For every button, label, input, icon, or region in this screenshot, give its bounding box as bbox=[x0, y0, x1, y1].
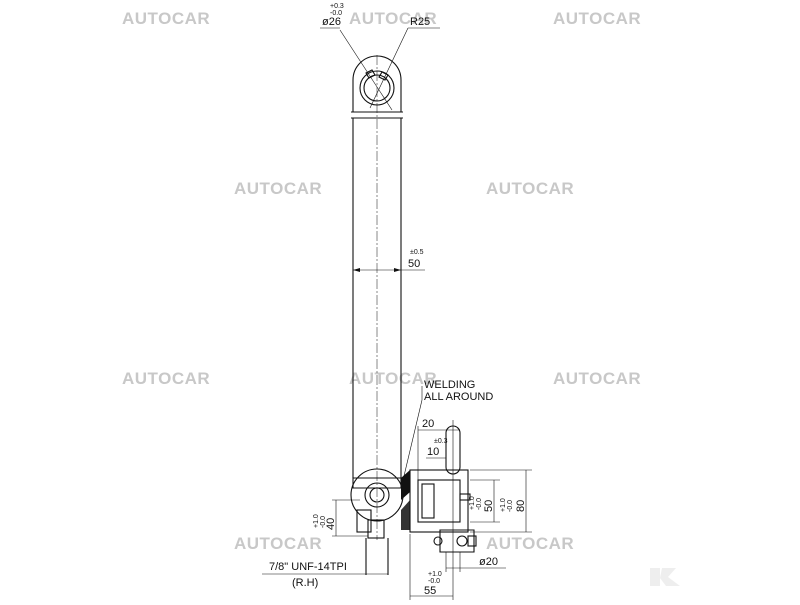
left-40-dimension: 40 +1.0 -0.0 bbox=[313, 499, 368, 537]
watermark: AUTOCAR bbox=[122, 369, 210, 388]
thread-note: 7/8" UNF-14TPI (R.H) bbox=[262, 561, 388, 589]
cylinder-tube bbox=[352, 55, 402, 540]
left-40-label: 40 bbox=[325, 518, 337, 530]
pin-diameter-dimension: ø20 bbox=[445, 552, 506, 572]
eye-diameter-tol-plus: +0.3 bbox=[330, 3, 344, 10]
bottom-55-tol-minus: -0.0 bbox=[428, 578, 440, 585]
eye-diameter-tol-minus: -0.0 bbox=[330, 10, 342, 17]
slot-dimension: 10 ±0.3 bbox=[426, 438, 448, 459]
clevis-width-dimension: 20 bbox=[417, 418, 460, 480]
clevis-80-label: 80 bbox=[515, 500, 527, 512]
clevis-50-label: 50 bbox=[483, 500, 495, 512]
bottom-55-dimension: 55 +1.0 -0.0 bbox=[409, 534, 454, 600]
watermark: AUTOCAR bbox=[553, 369, 641, 388]
clevis-height-80-dimension: 80 +1.0 -0.0 bbox=[470, 469, 532, 533]
clevis bbox=[409, 420, 477, 560]
welding-note-line2: ALL AROUND bbox=[424, 391, 493, 403]
tube-diameter-label: 50 bbox=[408, 258, 420, 270]
thread-note-line2: (R.H) bbox=[292, 577, 318, 589]
tube-diameter-dimension: 50 ±0.5 bbox=[353, 249, 425, 272]
clevis-80-tol-plus: +1.0 bbox=[500, 498, 507, 512]
watermark: AUTOCAR bbox=[349, 9, 437, 28]
watermark: AUTOCAR bbox=[486, 179, 574, 198]
brand-logo-icon bbox=[650, 568, 680, 586]
welding-note: WELDING ALL AROUND bbox=[403, 379, 493, 477]
watermark: AUTOCAR bbox=[234, 179, 322, 198]
thread-note-line1: 7/8" UNF-14TPI bbox=[269, 561, 347, 573]
bottom-55-label: 55 bbox=[424, 585, 436, 597]
bottom-55-tol-plus: +1.0 bbox=[428, 571, 442, 578]
clevis-80-tol-minus: -0.0 bbox=[507, 500, 514, 512]
tube-diameter-tol: ±0.5 bbox=[410, 249, 424, 256]
watermark: AUTOCAR bbox=[122, 9, 210, 28]
watermarks: AUTOCAR AUTOCAR AUTOCAR AUTOCAR AUTOCAR … bbox=[122, 9, 641, 553]
clevis-width-label: 20 bbox=[422, 418, 434, 430]
slot-label: 10 bbox=[427, 446, 439, 458]
watermark: AUTOCAR bbox=[234, 534, 322, 553]
watermark: AUTOCAR bbox=[553, 9, 641, 28]
bottom-assembly bbox=[350, 468, 410, 575]
eye-diameter-label: ø26 bbox=[322, 16, 341, 28]
eye-dimensions: ø26 +0.3 -0.0 R25 bbox=[320, 3, 440, 111]
slot-tol: ±0.3 bbox=[434, 438, 448, 445]
left-40-tol-plus: +1.0 bbox=[313, 514, 320, 528]
watermark: AUTOCAR bbox=[349, 369, 437, 388]
welding-note-line1: WELDING bbox=[424, 379, 475, 391]
eye-radius-label: R25 bbox=[410, 16, 430, 28]
watermark: AUTOCAR bbox=[486, 534, 574, 553]
left-40-tol-minus: -0.0 bbox=[320, 516, 327, 528]
clevis-height-50-dimension: 50 +1.0 -0.0 bbox=[469, 479, 500, 523]
clevis-50-tol-plus: +1.0 bbox=[469, 496, 476, 510]
pin-diameter-label: ø20 bbox=[479, 556, 498, 568]
clevis-50-tol-minus: -0.0 bbox=[476, 498, 483, 510]
